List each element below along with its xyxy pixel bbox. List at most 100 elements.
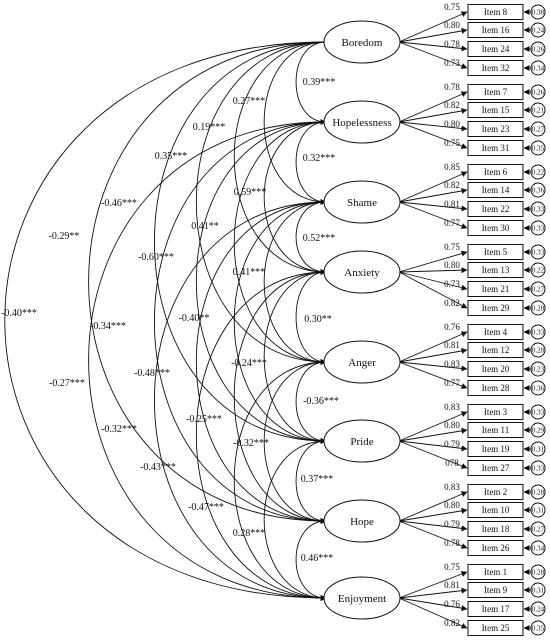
loading-value-item-5: 0.75 <box>444 242 460 252</box>
correlation-arc-5 <box>295 437 332 524</box>
item-label-item-9: Item 9 <box>484 585 508 595</box>
item-box-item-3 <box>467 404 524 420</box>
loading-arrow-item-8 <box>398 11 468 43</box>
error-value-item-10: 0.31 <box>532 507 545 515</box>
error-value-item-11: 0.29 <box>532 427 545 435</box>
item-label-item-4: Item 4 <box>484 327 508 337</box>
item-box-item-16 <box>467 22 524 38</box>
error-circle-item-11 <box>530 422 546 438</box>
factor-label-anger: Anger <box>348 357 376 369</box>
loading-value-item-28: 0.77 <box>444 378 460 388</box>
item-label-item-18: Item 18 <box>482 524 510 534</box>
correlation-label-10: -0.24*** <box>231 358 267 369</box>
item-label-item-28: Item 28 <box>482 383 510 393</box>
correlation-layer: 0.39***0.32***0.52***0.30**-0.36***0.37*… <box>1 38 339 601</box>
error-circle-item-26 <box>530 540 546 556</box>
loading-arrow-item-13 <box>398 267 468 274</box>
error-circle-item-20 <box>530 361 546 377</box>
item-label-item-29: Item 29 <box>482 303 510 313</box>
correlation-arc-23 <box>153 118 332 524</box>
item-box-item-22 <box>467 201 524 217</box>
item-box-item-1 <box>467 564 524 580</box>
item-box-item-5 <box>467 244 524 260</box>
error-value-item-16: 0.24 <box>532 27 545 35</box>
correlation-arc-10 <box>263 268 332 444</box>
error-circle-item-21 <box>530 281 546 297</box>
error-circle-item-29 <box>530 300 546 316</box>
item-box-item-4 <box>467 324 524 340</box>
item-box-item-15 <box>467 102 524 118</box>
loading-value-item-14: 0.82 <box>444 180 460 190</box>
error-circle-item-31 <box>530 140 546 156</box>
loading-arrow-item-25 <box>398 597 468 629</box>
loading-value-item-20: 0.83 <box>444 359 460 369</box>
correlation-label-15: -0.40** <box>179 313 210 324</box>
loading-value-item-2: 0.83 <box>444 482 460 492</box>
factor-ellipse-boredom <box>323 20 401 64</box>
loading-arrow-item-15 <box>398 108 468 123</box>
item-label-item-31: Item 31 <box>482 143 510 153</box>
error-value-item-9: 0.31 <box>532 587 545 595</box>
loading-arrow-item-3 <box>398 411 468 442</box>
loading-arrow-item-29 <box>398 271 468 309</box>
correlation-label-24: -0.32*** <box>101 424 137 435</box>
correlation-arc-25 <box>88 38 332 524</box>
loading-value-item-22: 0.81 <box>444 199 460 209</box>
loading-value-item-1: 0.75 <box>444 562 460 572</box>
loading-arrow-item-10 <box>398 507 468 522</box>
loading-value-item-18: 0.79 <box>444 519 460 529</box>
correlation-arc-27 <box>4 38 332 601</box>
factor-label-boredom: Boredom <box>342 37 383 49</box>
correlation-arc-18 <box>195 38 332 365</box>
loading-value-item-11: 0.80 <box>444 420 460 430</box>
error-value-item-4: 0.33 <box>532 329 545 337</box>
item-label-item-30: Item 30 <box>482 223 510 233</box>
item-box-item-11 <box>467 422 524 438</box>
loading-value-item-9: 0.81 <box>444 580 460 590</box>
item-box-item-23 <box>467 121 524 137</box>
error-value-item-19: 0.31 <box>532 446 545 454</box>
factor-ellipse-hope <box>323 499 401 543</box>
correlation-label-14: 0.41** <box>191 221 219 232</box>
error-value-item-17: 0.24 <box>532 606 545 614</box>
loading-value-item-31: 0.75 <box>444 138 460 148</box>
error-circle-item-24 <box>530 41 546 57</box>
item-label-item-13: Item 13 <box>482 265 510 275</box>
error-value-item-26: 0.34 <box>532 545 545 553</box>
correlation-arc-0 <box>295 38 332 125</box>
loading-value-item-3: 0.83 <box>444 402 460 412</box>
loading-arrow-item-22 <box>398 201 468 212</box>
item-label-item-8: Item 8 <box>484 7 508 17</box>
correlation-label-9: 0.41*** <box>233 267 266 278</box>
factor-label-hope: Hope <box>350 516 374 528</box>
correlation-arc-13 <box>233 38 332 275</box>
item-label-item-24: Item 24 <box>482 44 510 54</box>
loading-arrow-item-18 <box>398 520 468 532</box>
loading-value-item-6: 0.85 <box>444 162 460 172</box>
error-value-item-20: 0.23 <box>532 366 545 374</box>
correlation-label-11: -0.32*** <box>233 438 269 449</box>
correlation-label-6: 0.46*** <box>301 553 334 564</box>
error-circle-item-23 <box>530 121 546 137</box>
item-box-item-26 <box>467 540 524 556</box>
error-value-item-7: 0.26 <box>532 89 545 97</box>
error-circle-item-19 <box>530 441 546 457</box>
loading-value-item-23: 0.80 <box>444 119 460 129</box>
error-value-item-21: 0.27 <box>532 286 545 294</box>
correlation-arc-21 <box>195 268 332 601</box>
error-circle-item-7 <box>530 84 546 100</box>
item-label-item-23: Item 23 <box>482 124 510 134</box>
item-box-item-20 <box>467 361 524 377</box>
loading-value-item-7: 0.78 <box>444 82 460 92</box>
correlation-arc-16 <box>233 268 332 524</box>
item-box-item-18 <box>467 521 524 537</box>
item-label-item-3: Item 3 <box>484 407 508 417</box>
item-box-item-13 <box>467 262 524 278</box>
loading-value-item-16: 0.80 <box>444 20 460 30</box>
loading-arrow-item-24 <box>398 41 468 52</box>
item-label-item-5: Item 5 <box>484 247 508 257</box>
item-box-item-9 <box>467 582 524 598</box>
item-label-item-26: Item 26 <box>482 543 510 553</box>
